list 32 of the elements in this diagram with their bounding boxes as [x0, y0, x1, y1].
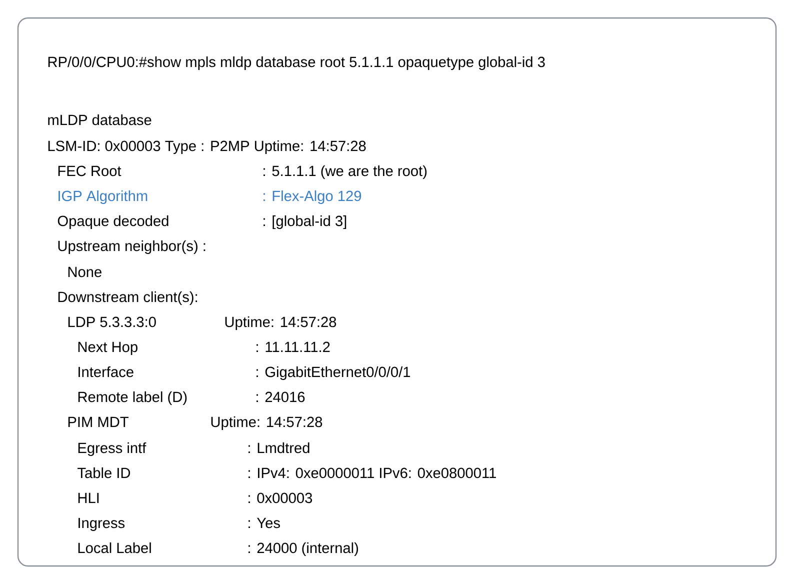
field-value: : 0x00003 [248, 492, 312, 504]
field-label: Downstream client(s): [58, 291, 198, 306]
field-value: : IPv4: 0xe0000011 IPv6: 0xe0800011 [248, 468, 496, 478]
field-label: Egress intf [78, 442, 146, 456]
field-value: : GigabitEthernet0/0/0/1 [256, 366, 410, 380]
field-value: : Lmdtred [248, 442, 310, 454]
output-line: PIM MDT [68, 416, 128, 427]
field-value: : Yes [248, 518, 280, 528]
field-label: HLI [78, 492, 99, 503]
field-value: : 24000 (internal) [248, 542, 358, 556]
field-value: : Flex-Algo 129 [264, 190, 362, 204]
field-label: IGP Algorithm [58, 190, 148, 204]
section-heading: mLDP database [48, 114, 152, 126]
field-value: : 24016 [256, 392, 305, 402]
field-label: Opaque decoded [58, 215, 168, 230]
output-line: None [68, 266, 102, 278]
field-label: Table ID [78, 467, 130, 478]
command-line: RP/0/0/CPU0:#show mpls mldp database root 5.1.1.1 opaquetype global-id 3 [48, 56, 545, 70]
field-label: Upstream neighbor(s) : [58, 240, 206, 254]
field-label: Interface [78, 366, 134, 378]
field-label: Remote label (D) [78, 391, 187, 406]
field-label: Local Label [78, 542, 151, 554]
output-line: LSM-ID: 0x00003 Type : P2MP Uptime: 14:57:28 [48, 140, 366, 154]
output-line: Uptime: 14:57:28 [211, 416, 322, 430]
output-line: Uptime: 14:57:28 [225, 316, 336, 330]
field-value: : [global-id 3] [264, 215, 346, 230]
field-label: FEC Root [58, 166, 122, 176]
field-value: : 11.11.11.2 [256, 342, 330, 352]
field-label: Next Hop [78, 342, 138, 356]
output-line: LDP 5.3.3.3:0 [68, 316, 156, 328]
field-label: Ingress [78, 518, 125, 531]
field-value: : 5.1.1.1 (we are the root) [264, 165, 427, 180]
